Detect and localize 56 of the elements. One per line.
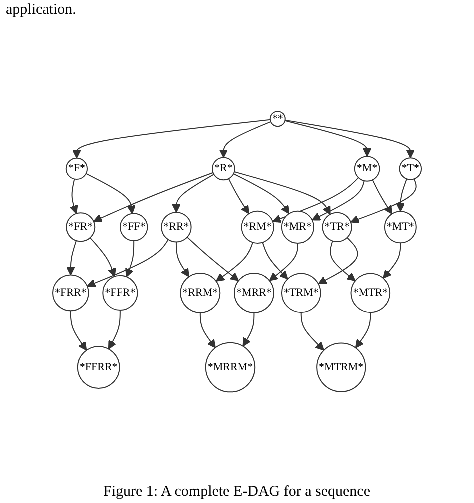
arrow: [200, 312, 216, 348]
node-circle: *MR*: [281, 210, 314, 244]
node-circle: *MRR*: [234, 272, 274, 314]
node-circle: *FFRR*: [77, 346, 120, 390]
node-circle: *FF*: [120, 213, 148, 242]
node-circle: **: [270, 111, 286, 128]
arrow: [86, 239, 169, 288]
arrow: [396, 178, 408, 212]
arrow: [219, 121, 272, 158]
node-circle: *RR*: [160, 212, 192, 243]
node-circle: *R*: [212, 157, 236, 181]
node-circle: *FR*: [66, 212, 96, 242]
node-circle: *RRM*: [180, 272, 220, 314]
arrow: [318, 237, 358, 285]
node-circle: *MTRM*: [316, 342, 366, 392]
arrow: [262, 242, 288, 280]
node-circle: *TRM*: [281, 273, 322, 314]
arrow: [312, 180, 365, 221]
arrow: [382, 242, 401, 279]
arrow: [284, 120, 415, 158]
arrow: [284, 120, 372, 157]
arrow: [300, 312, 324, 351]
node-circle: *F*: [66, 158, 88, 180]
arrow: [330, 240, 356, 282]
node-circle: *FRR*: [52, 274, 90, 312]
node-circle: *M*: [354, 156, 380, 182]
arrow: [355, 312, 371, 348]
node-circle: *T*: [399, 158, 422, 180]
arrow: [70, 310, 87, 351]
arrow: [228, 178, 250, 214]
figure-caption: Figure 1: A complete E-DAG for a sequence: [102, 484, 372, 501]
arrow: [70, 178, 78, 214]
arrow: [90, 238, 116, 278]
arrow: [66, 240, 77, 276]
arrow: [176, 242, 190, 278]
node-circle: *RM*: [241, 210, 274, 244]
arrow: [350, 178, 417, 224]
node-circle: *MRRM*: [205, 342, 256, 393]
node-circle: *MTR*: [350, 273, 390, 314]
arrow: [269, 242, 298, 282]
arrow: [93, 172, 214, 222]
arrow: [242, 312, 254, 347]
arrow: [372, 180, 392, 215]
text-fragment: application.: [6, 2, 78, 19]
node-circle: *TR*: [322, 212, 352, 242]
arrow: [234, 172, 331, 215]
node-circle: *FFR*: [102, 275, 138, 311]
arrow: [72, 119, 271, 159]
arrow: [108, 310, 121, 350]
arrow: [216, 242, 254, 282]
arrow: [186, 236, 239, 282]
node-circle: *MT*: [384, 211, 417, 244]
arrow: [86, 173, 136, 214]
arrow: [172, 174, 214, 213]
arrow: [125, 240, 134, 278]
arrow: [232, 174, 290, 214]
